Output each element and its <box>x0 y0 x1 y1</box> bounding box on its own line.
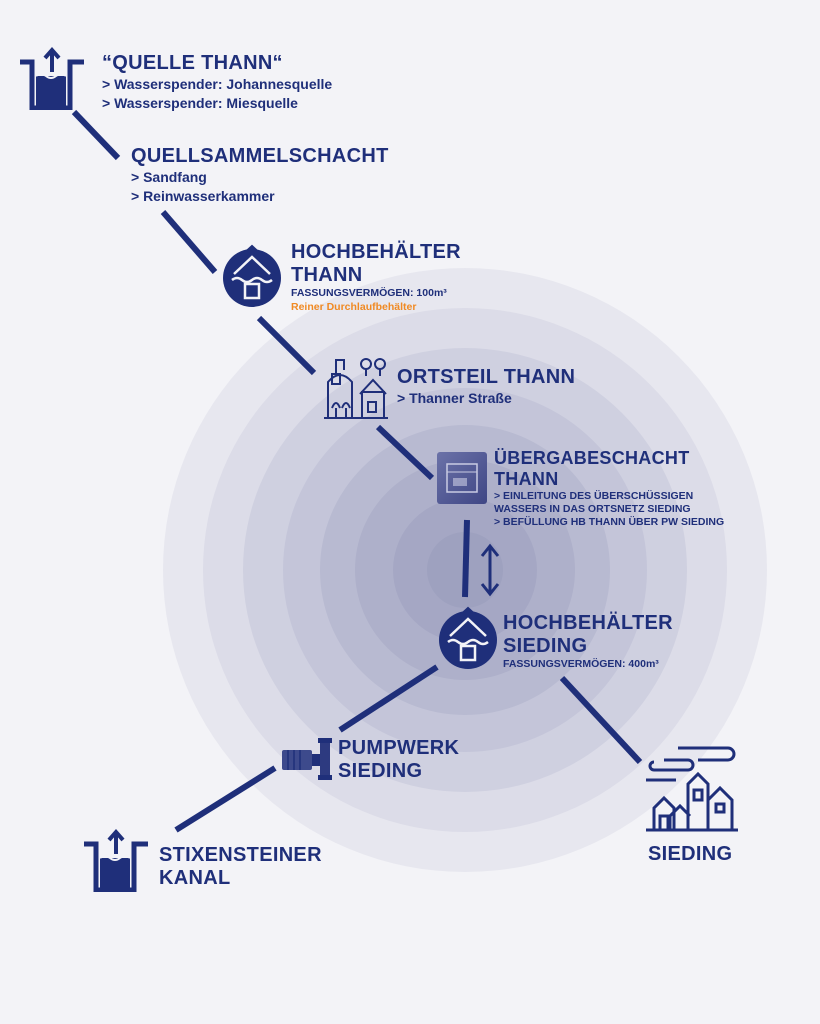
node-title: STIXENSTEINER <box>159 844 322 866</box>
connector-hb-sieding-pumpwerk <box>338 664 439 733</box>
node-detail: > Thanner Straße <box>397 390 512 406</box>
pump-icon <box>282 738 332 780</box>
connector-pumpwerk-kanal <box>174 765 277 833</box>
connector-quelle-schacht <box>71 109 121 161</box>
node-title-line-2: THANN <box>494 469 559 489</box>
node-pumpwerk-sieding: PUMPWERK SIEDING <box>338 737 459 783</box>
node-title: HOCHBEHÄLTER <box>291 241 461 263</box>
node-title: SIEDING <box>648 843 733 865</box>
double-arrow-icon <box>480 543 500 597</box>
connector-ortsteil-uebergabe <box>375 424 435 481</box>
node-stixensteiner-kanal: STIXENSTEINER KANAL <box>159 844 322 890</box>
node-title-line-2: KANAL <box>159 867 231 889</box>
node-detail: > EINLEITUNG DES ÜBERSCHÜSSIGEN <box>494 490 694 502</box>
node-detail: > Wasserspender: Miesquelle <box>102 95 298 111</box>
node-title-line-2: SIEDING <box>338 760 423 782</box>
node-quelle-thann: “QUELLE THANN“ > Wasserspender: Johannes… <box>102 52 332 113</box>
node-ortsteil-thann: ORTSTEIL THANN > Thanner Straße <box>397 366 575 408</box>
connector-schacht-hb-thann <box>160 210 218 274</box>
node-detail: > Sandfang <box>131 169 207 185</box>
connector-hb-thann-ortsteil <box>256 315 317 376</box>
note-label: Reiner Durchlaufbehälter <box>291 301 417 313</box>
node-title-line-2: THANN <box>291 264 363 286</box>
node-title: QUELLSAMMELSCHACHT <box>131 145 389 167</box>
capacity-label: FASSUNGSVERMÖGEN: 400m³ <box>503 658 659 670</box>
capacity-label: FASSUNGSVERMÖGEN: 100m³ <box>291 287 447 299</box>
town-icon <box>646 746 738 832</box>
connector-lines <box>71 109 643 833</box>
node-hochbehaelter-sieding: HOCHBEHÄLTER SIEDING FASSUNGSVERMÖGEN: 4… <box>503 612 673 671</box>
node-detail: > BEFÜLLUNG HB THANN ÜBER PW SIEDING <box>494 516 725 528</box>
node-detail: > Reinwasserkammer <box>131 188 275 204</box>
node-title: ORTSTEIL THANN <box>397 366 576 388</box>
node-detail: WASSERS IN DAS ORTSNETZ SIEDING <box>494 503 691 515</box>
node-title: HOCHBEHÄLTER <box>503 612 673 634</box>
spring-basin-icon <box>84 828 148 892</box>
transfer-shaft-icon <box>437 452 487 504</box>
node-detail: > Wasserspender: Johannesquelle <box>102 76 333 92</box>
node-title: ÜBERGABESCHACHT <box>494 448 690 468</box>
village-icon <box>324 358 388 419</box>
node-quellsammelschacht: QUELLSAMMELSCHACHT > Sandfang > Reinwass… <box>131 145 389 206</box>
node-title: “QUELLE THANN“ <box>102 52 283 74</box>
node-title: PUMPWERK <box>338 737 460 759</box>
node-sieding: SIEDING <box>648 843 732 866</box>
spring-basin-icon <box>20 46 84 110</box>
reservoir-house-icon <box>439 606 497 669</box>
connector-uebergabe-hb-sieding <box>462 519 470 598</box>
node-uebergabeschacht-thann: ÜBERGABESCHACHT THANN > EINLEITUNG DES Ü… <box>494 448 724 529</box>
node-hochbehaelter-thann: HOCHBEHÄLTER THANN FASSUNGSVERMÖGEN: 100… <box>291 241 461 314</box>
reservoir-house-icon <box>223 244 281 307</box>
connector-hb-sieding-town <box>559 675 643 765</box>
node-title-line-2: SIEDING <box>503 635 588 657</box>
